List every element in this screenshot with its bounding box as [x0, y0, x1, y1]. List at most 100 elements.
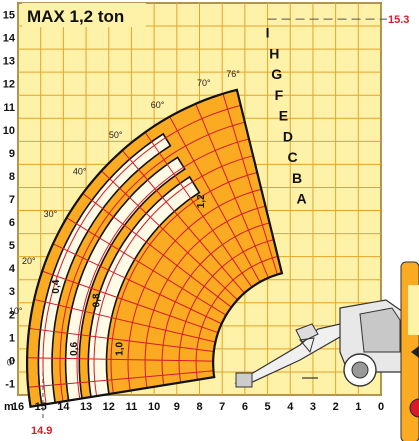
- x-tick-label: 3: [310, 401, 316, 413]
- boom-angle-labels: 76° 70° 60° 50° 40° 30° 20° 10° 0°: [7, 69, 240, 368]
- reach-contour: [178, 239, 274, 383]
- boom-angle-label: 40°: [73, 167, 87, 177]
- capacity-band: [37, 132, 172, 406]
- reach-contour: [110, 172, 258, 394]
- x-tick-label: 12: [103, 401, 115, 413]
- chart-title: MAX 1,2 ton: [27, 7, 124, 26]
- angle-ray: [34, 298, 216, 343]
- boom-angle-label: 20°: [22, 256, 36, 266]
- angle-ray: [121, 150, 245, 294]
- x-tick-label: 7: [219, 401, 225, 413]
- boom-angle-label: 50°: [109, 130, 123, 140]
- x-tick-label: 4: [287, 401, 294, 413]
- max-reach-label: 14.9: [31, 425, 52, 437]
- side-badge: [400, 261, 419, 441]
- load-capacity-label: 0,6: [69, 341, 80, 355]
- section-label: G: [271, 66, 282, 82]
- section-label: B: [292, 170, 302, 186]
- reach-contour: [144, 205, 266, 389]
- load-capacity-label: 0,8: [92, 293, 103, 307]
- y-tick-label: 0: [9, 355, 15, 367]
- boom-angle-label: 70°: [197, 78, 211, 88]
- boom-angle-label: 0°: [7, 358, 16, 368]
- angle-ray: [29, 327, 214, 352]
- y-tick-label: 2: [9, 309, 15, 321]
- section-label: E: [279, 108, 288, 124]
- y-tick-label: 9: [9, 148, 15, 160]
- reach-contour: [42, 104, 241, 405]
- boom-angle-label: 76°: [226, 69, 240, 79]
- title-box: [22, 3, 146, 27]
- y-tick-label: 4: [9, 263, 16, 275]
- section-label: F: [275, 87, 284, 103]
- angle-ray: [101, 170, 238, 301]
- angle-ray: [27, 357, 214, 362]
- reach-contour: [161, 222, 270, 386]
- reach-contours: [42, 104, 278, 405]
- section-label: H: [269, 45, 279, 61]
- angle-rays: [27, 93, 278, 388]
- angle-ray: [66, 217, 227, 316]
- max-height-label: 15.3: [388, 14, 409, 26]
- x-tick-label: 2: [333, 401, 339, 413]
- reach-contour: [127, 188, 262, 391]
- angle-ray: [195, 103, 269, 279]
- boom-angle-label: 10°: [9, 306, 23, 316]
- x-tick-label: 1: [355, 401, 361, 413]
- angle-ray: [144, 131, 253, 288]
- x-tick-label: 10: [148, 401, 160, 413]
- y-tick-label: 3: [9, 286, 15, 298]
- capacity-boundary-bands: [37, 132, 201, 406]
- y-tick-label: 13: [3, 56, 15, 68]
- load-capacity-labels: 1,2 1,0 0,8 0,6 0,4: [51, 194, 207, 356]
- section-label: A: [297, 191, 307, 207]
- x-tick-label: 14: [57, 401, 70, 413]
- angle-ray: [169, 116, 261, 283]
- angle-ray: [28, 370, 214, 388]
- reach-contour: [195, 255, 278, 380]
- load-zone-outline: [26, 88, 284, 408]
- y-tick-label: -1: [5, 378, 15, 390]
- x-tick-label: 15: [35, 401, 47, 413]
- x-axis-unit: m: [4, 401, 14, 413]
- capacity-band: [87, 175, 201, 398]
- reach-contour: [93, 155, 254, 397]
- x-tick-label: 8: [196, 401, 202, 413]
- telehandler-illustration: [234, 299, 407, 388]
- y-tick-label: 12: [3, 79, 15, 91]
- y-tick-label: 14: [3, 33, 16, 45]
- angle-ray: [52, 243, 222, 325]
- boom-angle-label: 30°: [44, 209, 58, 219]
- load-capacity-label: 0,4: [51, 279, 62, 293]
- x-tick-label: 0: [378, 401, 384, 413]
- x-tick-label: 13: [80, 401, 92, 413]
- y-tick-label: 8: [9, 171, 15, 183]
- load-capacity-label: 1,2: [196, 194, 207, 208]
- y-tick-label: 15: [3, 10, 15, 22]
- angle-ray: [41, 270, 219, 334]
- x-tick-label: 6: [242, 401, 248, 413]
- reach-contour: [76, 138, 250, 399]
- y-tick-label: 7: [9, 194, 15, 206]
- y-tick-label: 6: [9, 217, 15, 229]
- y-tick-label: 1: [9, 332, 15, 344]
- reach-contour: [59, 121, 246, 402]
- y-tick-label: 5: [9, 240, 15, 252]
- angle-ray: [82, 193, 232, 308]
- angle-ray: [222, 93, 278, 275]
- section-label: C: [287, 149, 297, 165]
- x-tick-label: 5: [265, 401, 271, 413]
- x-tick-label: 11: [126, 401, 138, 413]
- boom-angle-label: 60°: [151, 100, 165, 110]
- y-tick-label: 11: [3, 102, 15, 114]
- section-label: D: [283, 128, 293, 144]
- load-capacity-label: 1,0: [114, 341, 125, 355]
- y-tick-label: 10: [3, 125, 15, 137]
- section-label: I: [266, 25, 270, 41]
- x-tick-label: 9: [174, 401, 180, 413]
- x-tick-label: 16: [12, 401, 24, 413]
